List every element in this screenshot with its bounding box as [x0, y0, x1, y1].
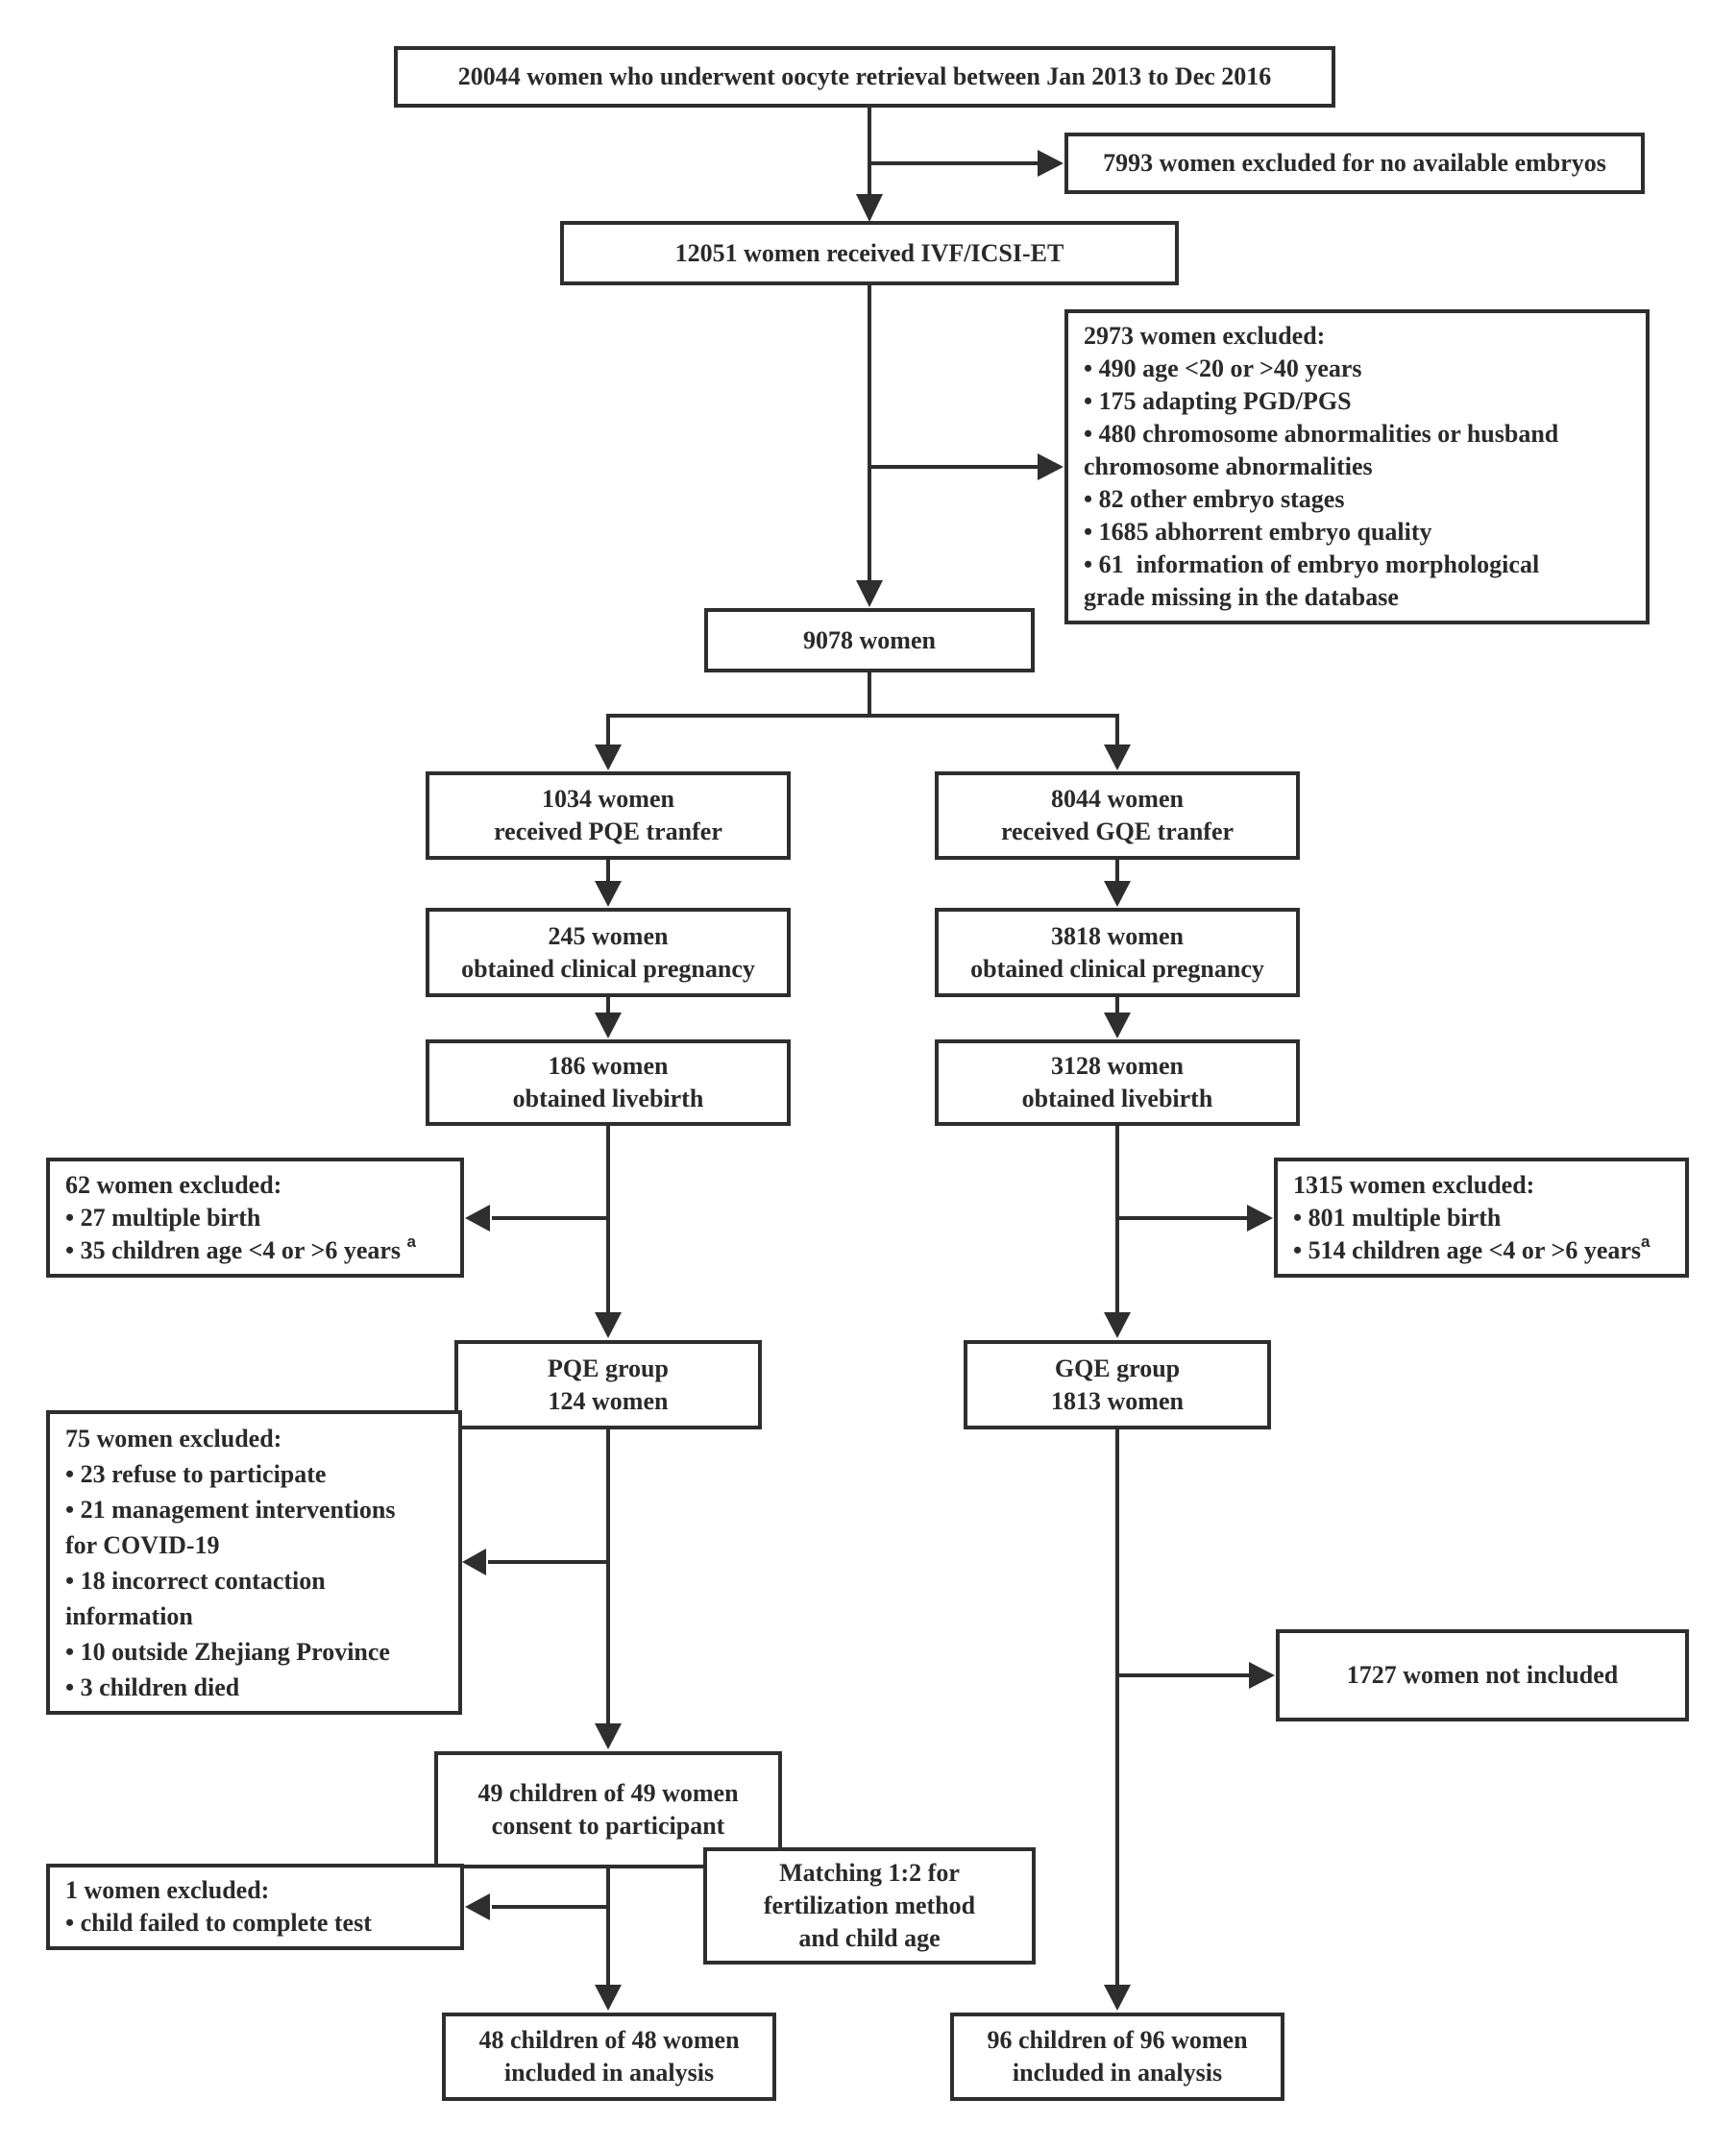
box-pqe-livebirth: 186 women obtained livebirth — [426, 1039, 791, 1126]
connector-gqe-transfer-to-pregnancy — [1104, 860, 1131, 907]
connector-pqe-group-to-consent — [595, 1429, 622, 1749]
box-excluded-62: 62 women excluded: • 27 multiple birth •… — [46, 1158, 464, 1278]
connector-gqe-pregnancy-to-livebirth — [1104, 997, 1131, 1038]
box-pqe-final: 48 children of 48 women included in anal… — [442, 2013, 776, 2101]
box-gqe-transfer: 8044 women received GQE tranfer — [935, 771, 1300, 860]
box-gqe-pregnancy: 3818 women obtained clinical pregnancy — [935, 908, 1300, 997]
superscript-a: a — [406, 1232, 416, 1251]
connector-branch-1315-excluded — [1117, 1205, 1273, 1232]
superscript-a: a — [1641, 1232, 1650, 1251]
box-gqe-livebirth: 3128 women obtained livebirth — [935, 1039, 1300, 1126]
box-gqe-group: GQE group 1813 women — [964, 1340, 1271, 1429]
connector-ivf-to-9078 — [856, 285, 883, 607]
connector-branch-2973-excluded — [869, 453, 1064, 480]
connector-gqe-livebirth-to-group — [1104, 1126, 1131, 1338]
connector-branch-75-excluded — [462, 1549, 608, 1575]
box-excluded-no-embryos: 7993 women excluded for no available emb… — [1064, 133, 1645, 194]
connector-pqe-transfer-to-pregnancy — [595, 860, 622, 907]
connector-retrieval-to-ivf — [856, 108, 883, 222]
connector-branch-1727-not-included — [1117, 1662, 1275, 1689]
connector-pqe-livebirth-to-group — [595, 1126, 622, 1338]
connector-gqe-group-to-final — [1104, 1429, 1131, 2011]
box-9078-women: 9078 women — [704, 608, 1035, 672]
connector-branch-62-excluded — [465, 1205, 608, 1232]
connector-pqe-pregnancy-to-livebirth — [595, 997, 622, 1038]
connector-9078-split — [595, 672, 1131, 770]
box-oocyte-retrieval: 20044 women who underwent oocyte retriev… — [394, 46, 1335, 108]
box-ivf-icsi-et: 12051 women received IVF/ICSI-ET — [560, 221, 1179, 285]
box-excluded-2973: 2973 women excluded: • 490 age <20 or >4… — [1064, 309, 1650, 624]
box-pqe-transfer: 1034 women received PQE tranfer — [426, 771, 791, 860]
box-excluded-75: 75 women excluded: • 23 refuse to partic… — [46, 1410, 462, 1715]
box-pqe-pregnancy: 245 women obtained clinical pregnancy — [426, 908, 791, 997]
box-gqe-final: 96 children of 96 women included in anal… — [950, 2013, 1284, 2101]
connector-branch-1-excluded — [465, 1893, 608, 1920]
box-excluded-1: 1 women excluded: • child failed to comp… — [46, 1864, 464, 1950]
box-excluded-1315: 1315 women excluded: • 801 multiple birt… — [1274, 1158, 1689, 1278]
box-matching: Matching 1:2 for fertilization method an… — [703, 1847, 1036, 1965]
connector-consent-to-pqe-final — [595, 1868, 622, 2011]
connector-branch-no-embryos — [869, 150, 1064, 177]
box-pqe-group: PQE group 124 women — [454, 1340, 762, 1429]
box-1727-not-included: 1727 women not included — [1276, 1629, 1689, 1721]
